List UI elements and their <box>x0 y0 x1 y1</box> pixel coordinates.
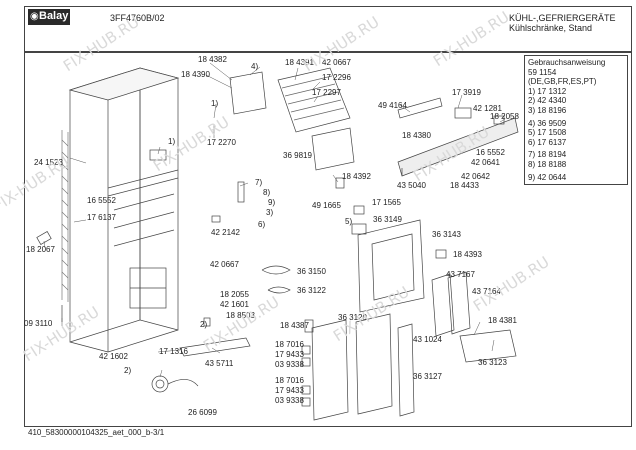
part-label: 49 1665 <box>312 201 341 210</box>
part-label: 43 7167 <box>446 270 475 279</box>
doc-line: 5) 17 1508 <box>528 128 567 138</box>
part-label: 18 4392 <box>342 172 371 181</box>
part-label: 16 5552 <box>476 148 505 157</box>
part-label: 3) <box>266 208 274 217</box>
part-label: 43 1024 <box>413 335 442 344</box>
part-label: 49 4164 <box>378 101 407 110</box>
fridge-cabinet <box>68 67 180 353</box>
doc-line: 4) 36 9509 <box>528 118 567 128</box>
doc-line: 59 1154 <box>528 67 557 77</box>
part-label: 2) <box>124 366 132 375</box>
part-label: 36 3149 <box>373 215 402 224</box>
part-label: 42 1601 <box>220 300 249 309</box>
part-label: 24 1523 <box>34 158 63 167</box>
part-label: 09 3110 <box>24 319 53 328</box>
part-label: 42 2142 <box>211 228 240 237</box>
part-label: 5) <box>345 217 353 226</box>
part-label: 18 4391 <box>285 58 314 67</box>
part-label: 7) <box>255 178 263 187</box>
doc-line: (DE,GB,FR,ES,PT) <box>528 77 597 87</box>
part-label: 42 1602 <box>99 352 128 361</box>
doc-line: 3) 18 8196 <box>528 105 567 115</box>
doc-line: 1) 17 1312 <box>528 86 567 96</box>
part-label: 17 6137 <box>87 213 116 222</box>
brand-logo: ◉ Balay <box>28 9 70 25</box>
part-label: 18 4382 <box>198 55 227 64</box>
part-label: 18 8503 <box>226 311 255 320</box>
part-label: 9) <box>268 198 276 207</box>
part-label: 18 7016 <box>275 376 304 385</box>
part-label: 42 0667 <box>210 260 239 269</box>
model-number: 3FF4760B/02 <box>110 13 165 23</box>
part-label: 17 2296 <box>322 73 351 82</box>
part-label: 42 0641 <box>471 158 500 167</box>
documentation-list: Gebrauchsanweisung 59 1154 (DE,GB,FR,ES,… <box>528 58 605 182</box>
part-label: 18 4390 <box>181 70 210 79</box>
part-label: 36 9819 <box>283 151 312 160</box>
category-line-2: Kühlschränke, Stand <box>509 23 593 33</box>
documentation-box <box>524 55 628 185</box>
part-label: 18 4433 <box>450 181 479 190</box>
part-label: 03 9338 <box>275 360 304 369</box>
doc-line: 7) 18 8194 <box>528 150 567 160</box>
part-label: 17 1316 <box>159 347 188 356</box>
part-label: 6) <box>258 220 266 229</box>
part-label: 17 3919 <box>452 88 481 97</box>
part-label: 18 4380 <box>402 131 431 140</box>
doc-line: 9) 42 0644 <box>528 172 567 182</box>
doc-line: Gebrauchsanweisung <box>528 58 606 67</box>
part-label: 18 4387 <box>280 321 309 330</box>
part-label: 4) <box>251 62 259 71</box>
doc-line: 8) 18 8188 <box>528 159 567 169</box>
category-line-1: KÜHL-,GEFRIERGERÄTE <box>509 13 616 23</box>
control-panel <box>397 97 519 177</box>
part-label: 36 3143 <box>432 230 461 239</box>
part-label: 18 2055 <box>220 290 249 299</box>
part-label: 36 3120 <box>338 313 367 322</box>
part-label: 17 2297 <box>312 88 341 97</box>
part-label: 43 7164 <box>472 287 501 296</box>
part-label: 17 9433 <box>275 350 304 359</box>
part-label: 18 4381 <box>488 316 517 325</box>
part-label: 2) <box>200 320 208 329</box>
part-label: 42 0667 <box>322 58 351 67</box>
part-label: 26 6099 <box>188 408 217 417</box>
part-label: 17 9433 <box>275 386 304 395</box>
part-label: 18 4393 <box>453 250 482 259</box>
brand-mark-icon: ◉ <box>30 11 39 22</box>
part-label: 43 5040 <box>397 181 426 190</box>
part-label: 42 0642 <box>461 172 490 181</box>
brand-name: Balay <box>39 10 69 22</box>
part-label: 36 3127 <box>413 372 442 381</box>
drawing-reference: 410_58300000104325_aet_000_b-3/1 <box>28 428 165 437</box>
doc-line: 6) 17 6137 <box>528 137 567 147</box>
header-frame <box>24 6 632 52</box>
part-label: 17 1565 <box>372 198 401 207</box>
part-label: 16 5552 <box>87 196 116 205</box>
part-label: 1) <box>168 137 176 146</box>
part-label: 18 7016 <box>275 340 304 349</box>
part-label: 36 3150 <box>297 267 326 276</box>
part-label: 36 3123 <box>478 358 507 367</box>
doc-line: 2) 42 4340 <box>528 96 567 106</box>
side-panel <box>61 130 69 302</box>
part-label: 03 9338 <box>275 396 304 405</box>
evaporator <box>229 67 355 171</box>
part-label: 36 3122 <box>297 286 326 295</box>
part-label: 18 2058 <box>490 112 519 121</box>
part-label: 8) <box>263 188 271 197</box>
diagram-frame <box>24 52 632 427</box>
part-label: 18 2067 <box>26 245 55 254</box>
door-liners <box>311 219 425 421</box>
part-label: 1) <box>211 99 219 108</box>
part-label: 42 1281 <box>473 104 502 113</box>
small-parts <box>36 177 517 407</box>
part-label: 43 5711 <box>205 359 234 368</box>
part-label: 17 2270 <box>207 138 236 147</box>
leader-lines <box>43 62 506 378</box>
